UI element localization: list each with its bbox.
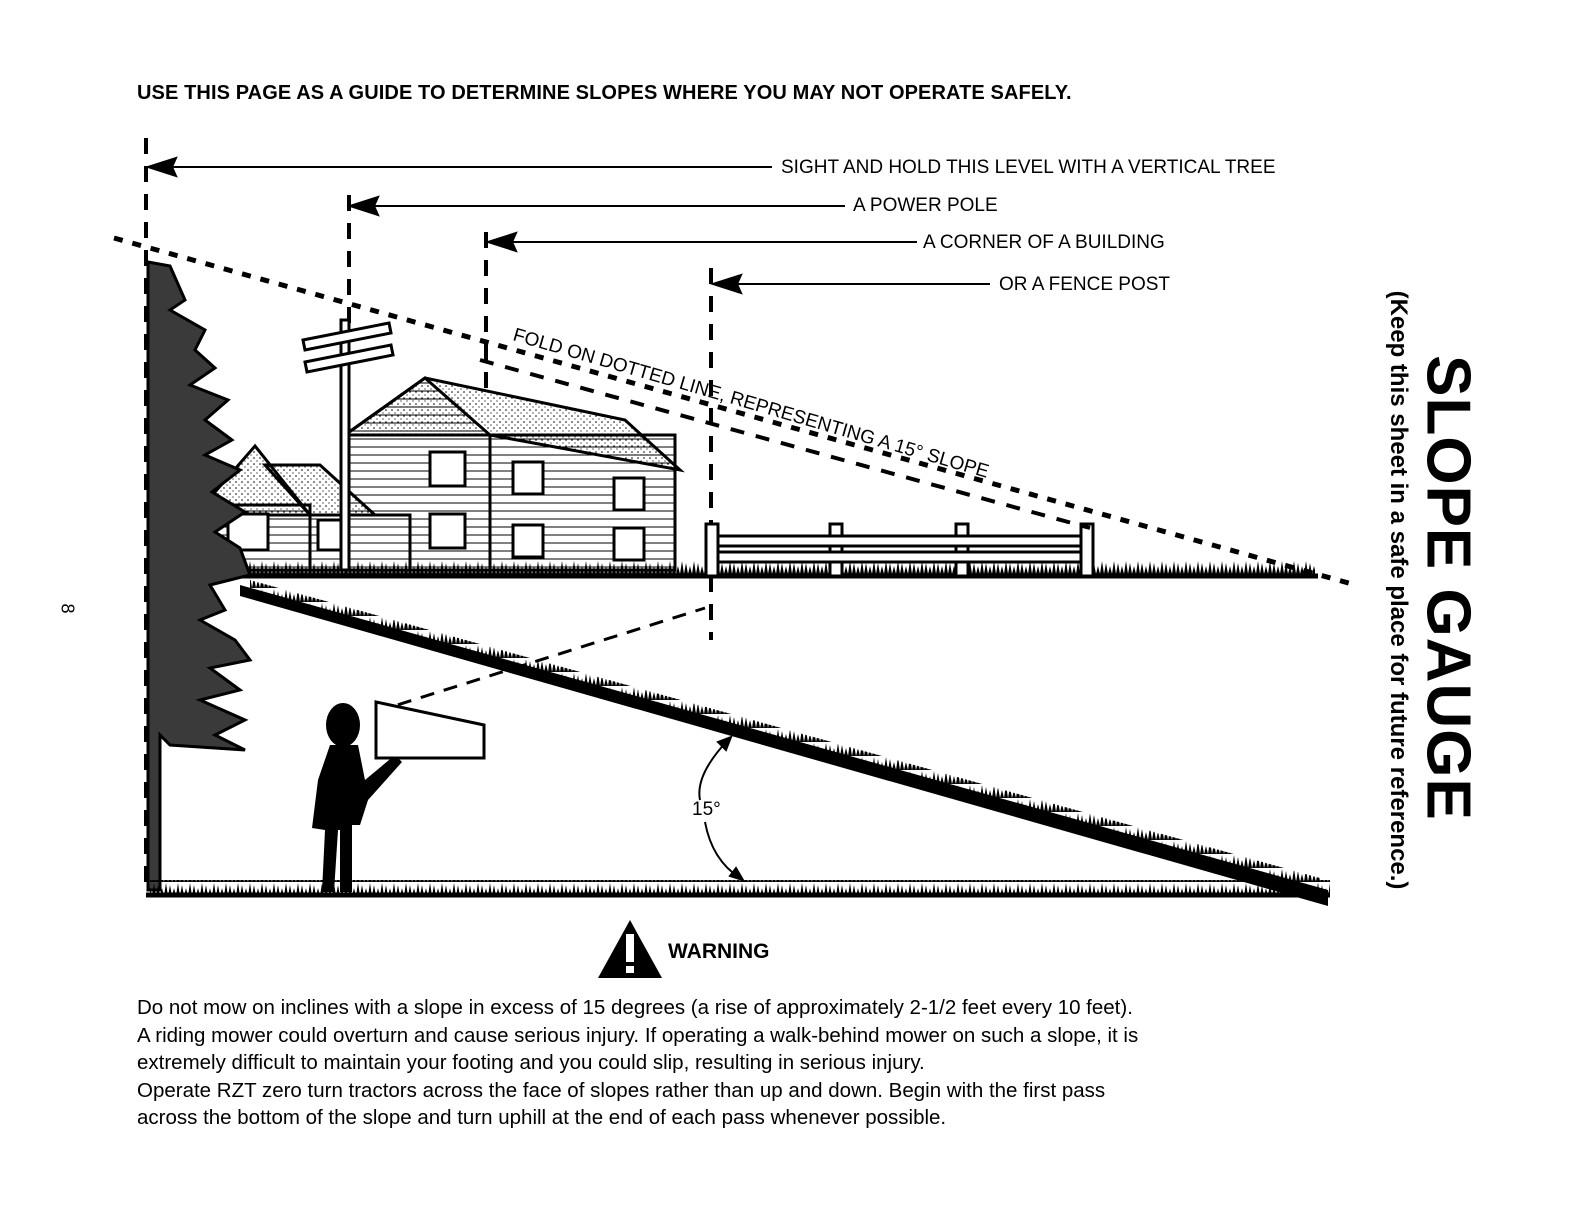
warning-body: Do not mow on inclines with a slope in e… (137, 994, 1337, 1132)
sight-line (374, 606, 706, 714)
warning-triangle-icon (598, 920, 662, 978)
guide-arrows (144, 156, 990, 295)
page-instruction: USE THIS PAGE AS A GUIDE TO DETERMINE SL… (137, 82, 1072, 104)
warning-line: across the bottom of the slope and turn … (137, 1106, 947, 1129)
angle-label: 15° (692, 799, 721, 820)
label-power-pole: A POWER POLE (853, 195, 998, 216)
label-vertical-tree: SIGHT AND HOLD THIS LEVEL WITH A VERTICA… (781, 157, 1276, 178)
warning-line: A riding mower could overturn and cause … (137, 1023, 1139, 1047)
warning-line: Operate RZT zero turn tractors across th… (137, 1078, 1106, 1102)
slope-gauge-title: SLOPE GAUGE (1413, 355, 1483, 821)
label-fence-post: OR A FENCE POST (999, 274, 1170, 295)
warning-line: Do not mow on inclines with a slope in e… (137, 996, 1133, 1019)
fence (704, 522, 1095, 578)
warning-line: extremely difficult to maintain your foo… (137, 1051, 925, 1074)
angle-indicator (698, 735, 746, 882)
sloped-ground (240, 580, 1328, 906)
fold-guide-line (479, 358, 1091, 530)
label-building-corner: A CORNER OF A BUILDING (923, 232, 1165, 253)
person-silhouette (312, 703, 402, 892)
folded-sheet (374, 700, 486, 760)
house-illustration (191, 376, 685, 572)
lower-ground (146, 880, 1330, 898)
warning-title: WARNING (668, 940, 770, 963)
warning-header: WARNING (596, 918, 770, 980)
power-pole (301, 318, 395, 572)
slope-gauge-subtitle: (Keep this sheet in a safe place for fut… (1385, 290, 1412, 890)
fold-dotted-line (113, 235, 1353, 587)
tree-illustration (146, 260, 253, 892)
